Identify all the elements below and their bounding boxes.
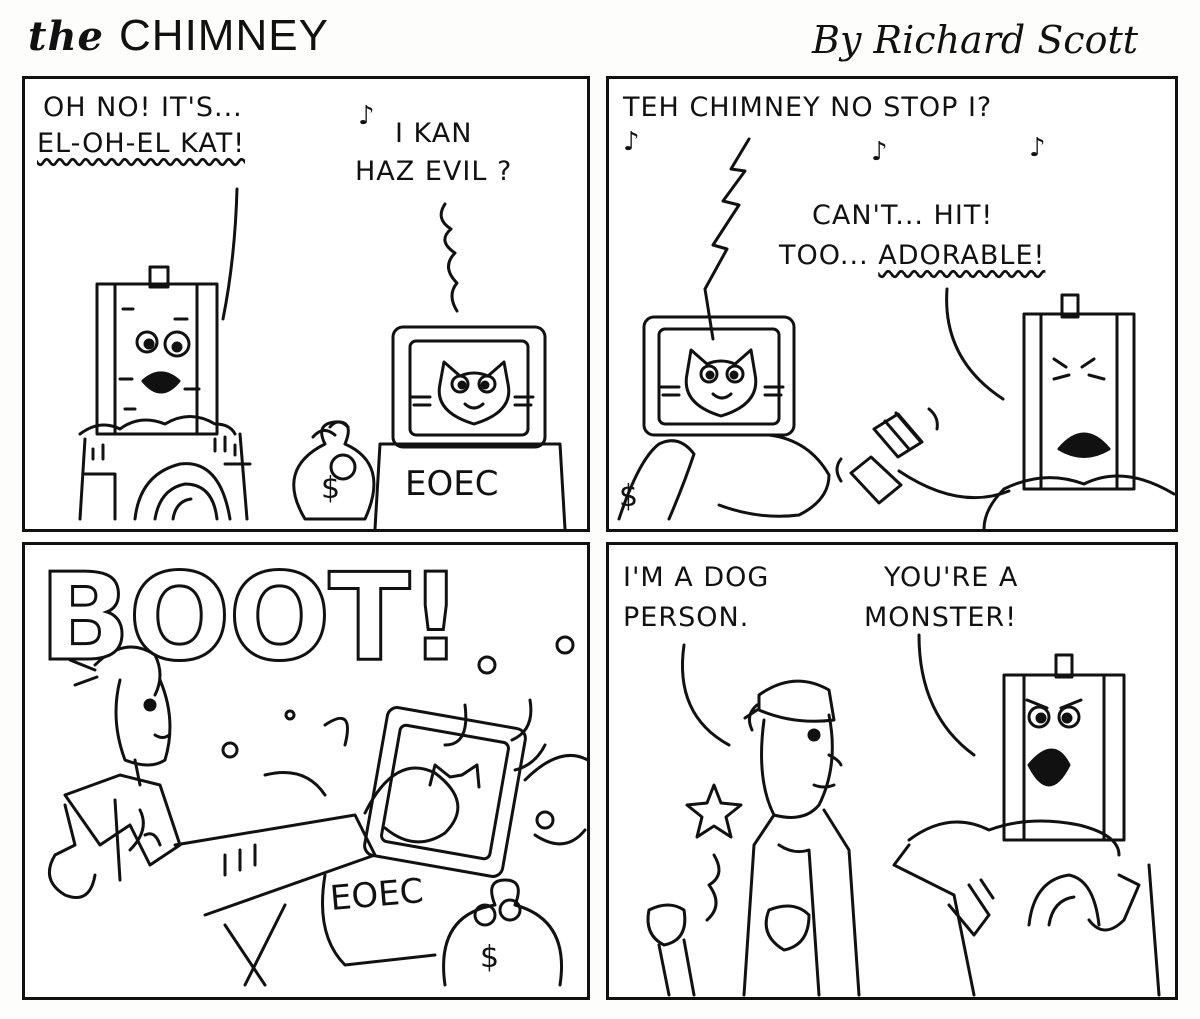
monitor-cat-character — [321, 706, 527, 967]
music-note-icon: ♪ — [1029, 133, 1046, 163]
speech-tail — [917, 633, 976, 757]
monitor-cat-character — [373, 325, 567, 529]
money-symbol: $ — [619, 479, 639, 514]
comic-title: the CHIMNEY — [28, 10, 329, 61]
speech-dog-person-2: PERSON. — [623, 602, 750, 633]
money-symbol: $ — [480, 940, 500, 975]
impact-dot — [555, 635, 575, 655]
music-note-icon: ♪ — [871, 137, 888, 167]
impact-dot — [221, 741, 239, 759]
money-symbol: $ — [321, 471, 341, 506]
speech-oh-no-2: EL-OH-EL KAT! — [37, 128, 246, 159]
headband-man-character — [646, 679, 861, 997]
impact-dot — [284, 709, 296, 721]
speech-monster-1: YOU'RE A — [884, 562, 1019, 593]
music-note-icon: ♪ — [623, 127, 640, 157]
speech-oh-no-1: OH NO! IT'S... — [43, 92, 243, 123]
impact-dot — [535, 810, 555, 830]
speech-adorable: ADORABLE! — [878, 240, 1046, 271]
speech-too: TOO... ADORABLE! — [779, 239, 1045, 273]
speech-dog-person-1: I'M A DOG — [623, 562, 770, 593]
speech-monster-2: MONSTER! — [864, 602, 1018, 633]
song-line: TEH CHIMNEY NO STOP I? — [623, 92, 993, 123]
speech-kan-haz-1: I KAN — [395, 118, 473, 149]
speech-tail — [945, 287, 1005, 401]
speech-cant-hit: CAN'T... HIT! — [812, 200, 994, 231]
speech-tail — [221, 187, 239, 321]
music-note-icon: ♪ — [358, 101, 375, 131]
comic-title-main: CHIMNEY — [119, 11, 329, 60]
panel-3: BOOT! EOEC $ — [22, 542, 590, 1000]
speech-too-prefix: TOO... — [779, 240, 869, 271]
star-icon — [685, 783, 743, 839]
monitor-label: EOEC — [328, 871, 426, 919]
song-tail — [703, 137, 751, 341]
chimney-character — [835, 293, 1175, 529]
speech-tail — [680, 643, 731, 747]
chimney-character — [78, 265, 252, 521]
panel-2-art — [617, 137, 1175, 529]
impact-dot — [477, 655, 497, 675]
comic-byline: By Richard Scott — [812, 18, 1138, 62]
monitor-cat-character — [617, 315, 831, 521]
panel-2: TEH CHIMNEY NO STOP I? ♪ ♪ ♪ CAN'T... HI… — [606, 76, 1178, 532]
panel-4: I'M A DOG PERSON. YOU'RE A MONSTER! — [606, 542, 1178, 1000]
panel-1: OH NO! IT'S... EL-OH-EL KAT! ♪ I KAN HAZ… — [22, 76, 590, 532]
sfx-boot: BOOT! — [37, 548, 464, 690]
dizzy-lines — [705, 853, 721, 922]
speech-kan-haz-2: HAZ EVIL ? — [355, 156, 513, 187]
money-bag — [292, 420, 376, 521]
kicking-man-character — [47, 645, 460, 987]
speech-tail — [439, 202, 459, 313]
monitor-label: EOEC — [405, 464, 499, 504]
panel-3-art — [47, 635, 587, 987]
impact-lines — [523, 753, 587, 846]
panel-1-art — [78, 187, 567, 529]
comic-title-the: the — [28, 13, 105, 60]
panel-4-art — [646, 633, 1161, 997]
chimney-character — [892, 653, 1161, 997]
money-bag — [442, 878, 563, 987]
